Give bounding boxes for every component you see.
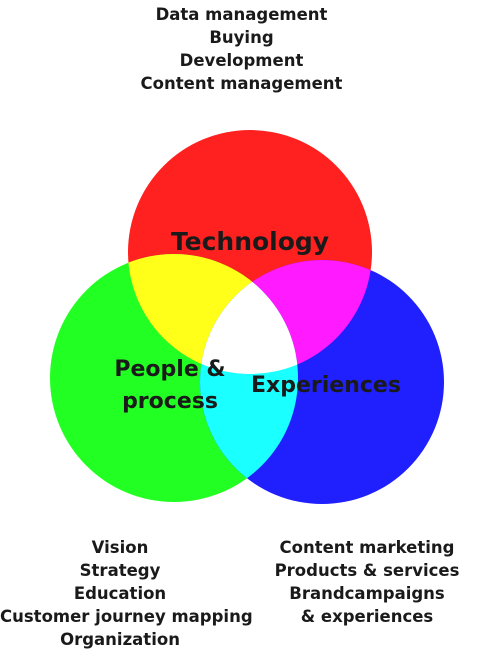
list-item: Content management bbox=[140, 74, 343, 93]
center-overlap bbox=[200, 260, 298, 374]
list-item: Organization bbox=[60, 630, 180, 649]
list-item: Vision bbox=[91, 538, 149, 557]
experiences-label: Experiences bbox=[251, 373, 401, 398]
list-item: Strategy bbox=[79, 561, 161, 580]
list-item: Education bbox=[73, 584, 167, 603]
list-item: Content marketing bbox=[279, 538, 455, 557]
people-process-label-line2: process bbox=[122, 389, 218, 414]
list-item: Development bbox=[179, 51, 304, 70]
people-process-label-line1: People & bbox=[114, 357, 225, 382]
technology-capabilities-list: Data management Buying Development Conte… bbox=[0, 3, 483, 95]
list-item: Products & services bbox=[274, 561, 460, 580]
list-item: & experiences bbox=[300, 607, 434, 626]
list-item: Buying bbox=[209, 28, 274, 47]
list-item: Customer journey mapping bbox=[0, 607, 253, 626]
list-item: Brandcampaigns bbox=[289, 584, 445, 603]
technology-label: Technology bbox=[171, 227, 329, 256]
list-item: Data management bbox=[155, 5, 328, 24]
experiences-capabilities-list: Content marketing Products & services Br… bbox=[252, 536, 482, 628]
people-process-capabilities-list: Vision Strategy Education Customer journ… bbox=[0, 536, 253, 651]
